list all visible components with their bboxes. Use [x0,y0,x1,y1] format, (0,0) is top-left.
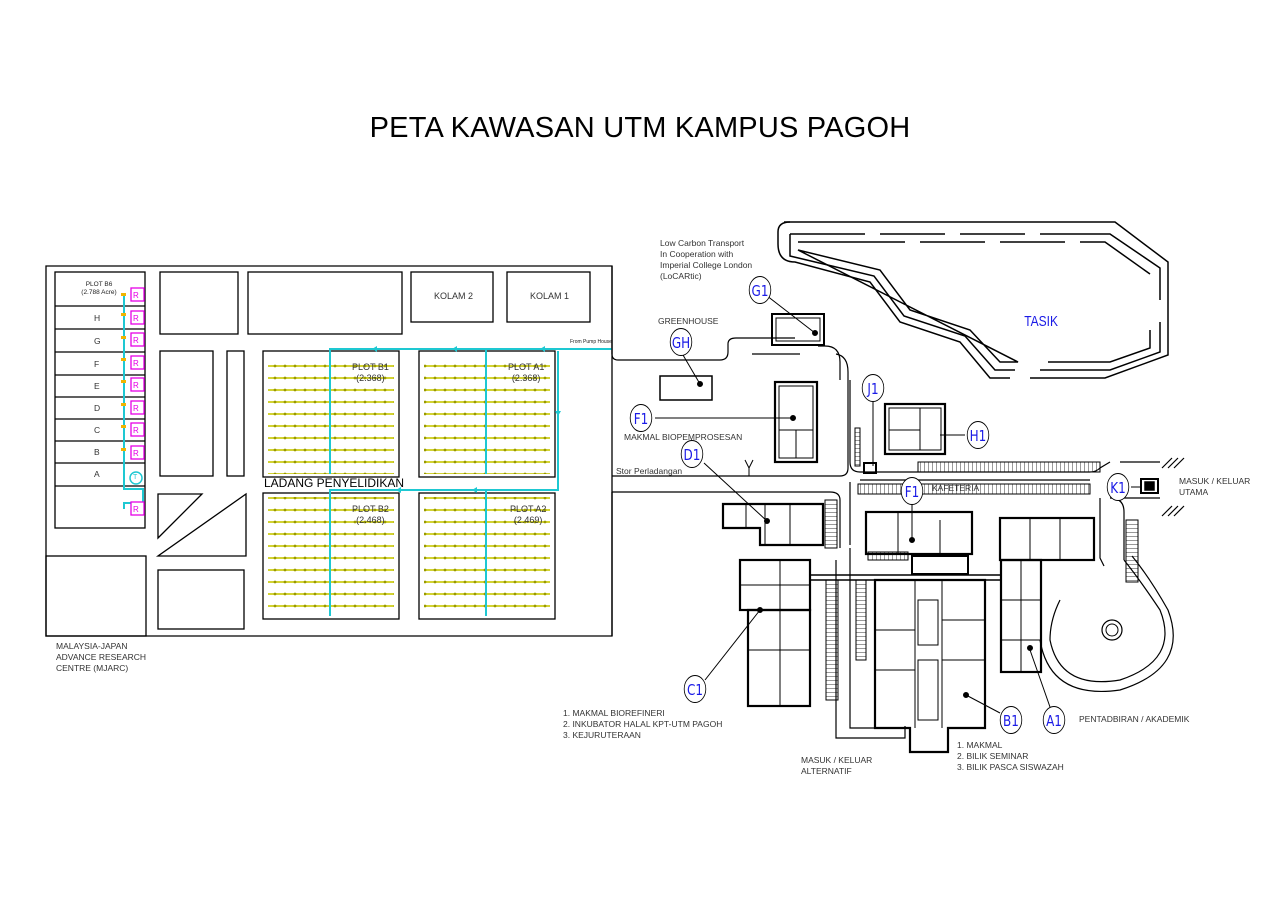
tasik-label: TASIK [1024,313,1059,330]
alt-entrance-label: MASUK / KELUAR ALTERNATIF [801,755,873,776]
valve-r: R [133,449,139,458]
strip-h: H [94,313,101,323]
strip-f: F [94,359,100,369]
mjarc-label: MALAYSIA-JAPAN ADVANCE RESEARCH CENTRE (… [56,641,147,673]
strip-e: E [94,381,100,391]
pond-kolam-1: KOLAM 1 [530,291,570,301]
building-marker-k1[interactable]: K1 [1106,473,1130,501]
main-entrance-label: MASUK / KELUAR UTAMA [1179,476,1251,497]
pond-kolam-2: KOLAM 2 [434,291,474,301]
makmal-biopemprosesan-label: MAKMAL BIOPEMPROSESAN [624,432,743,442]
valve-r: R [133,505,139,514]
building-marker-a1[interactable]: A1 [1042,706,1066,734]
greenhouse-label: GREENHOUSE [658,316,719,326]
valve-r: R [133,314,139,323]
stor-perladangan-label: Stor Perladangan [616,466,683,476]
lake-road [777,221,1169,379]
tank-t: T [133,474,138,481]
valve-r: R [133,426,139,435]
b1-facilities-list: 1. MAKMAL 2. BILIK SEMINAR 3. BILIK PASC… [957,740,1064,772]
valve-r: R [133,381,139,390]
valve-r: R [133,404,139,413]
strip-a: A [94,469,100,479]
roundabout [1101,619,1123,641]
tank-icon [129,471,143,485]
plot-b1-label: PLOT B1 (2.368) [352,362,389,383]
locartic-label: Low Carbon Transport In Cooperation with… [660,238,753,281]
buildings [659,313,1159,754]
valve-r: R [133,291,139,300]
leader-lines [655,291,1141,714]
valve-boxes [130,287,145,516]
ladang-penyelidikan-label: LADANG PENYELIDIKAN [264,476,405,490]
lake-road-gaps [865,231,1080,245]
map-title: PETA KAWASAN UTM KAMPUS PAGOH [369,112,911,144]
plot-a1-label: PLOT A1 (2.368) [508,362,545,383]
valve-connectors [121,293,126,451]
valve-r: R [133,336,139,345]
building-marker-f1-biopemprosesan[interactable]: F1 [629,404,653,432]
plot-a2-label: PLOT A2 (2.469) [510,504,547,525]
pump-house-label: From Pump House [570,339,612,345]
building-marker-b1[interactable]: B1 [999,706,1023,734]
building-marker-h1[interactable]: H1 [966,421,990,449]
pentadbiran-label: PENTADBIRAN / AKADEMIK [1079,714,1190,724]
strip-b: B [94,447,100,457]
plot-b2-label: PLOT B2 (2.468) [352,504,389,525]
c1-facilities-list: 1. MAKMAL BIOREFINERI 2. INKUBATOR HALAL… [563,708,723,740]
plot-b6-label: PLOT B6 (2.788 Acre) [81,281,117,296]
main-entrance-marks [1161,457,1185,517]
irrigation-pipes [123,296,612,616]
building-marker-f1-kafeteria[interactable]: F1 [900,477,924,505]
valve-r: R [133,359,139,368]
building-marker-g1[interactable]: G1 [748,276,772,304]
kafeteria-label: KAFETERIA [932,483,980,493]
parking-bays [824,427,1139,701]
strip-g: G [94,336,101,346]
strip-d: D [94,403,101,413]
building-marker-c1[interactable]: C1 [683,675,707,703]
strip-c: C [94,425,101,435]
building-marker-j1[interactable]: J1 [861,374,885,402]
building-marker-gh[interactable]: GH [669,328,693,356]
building-marker-d1[interactable]: D1 [680,440,704,468]
flow-arrows [372,346,561,493]
